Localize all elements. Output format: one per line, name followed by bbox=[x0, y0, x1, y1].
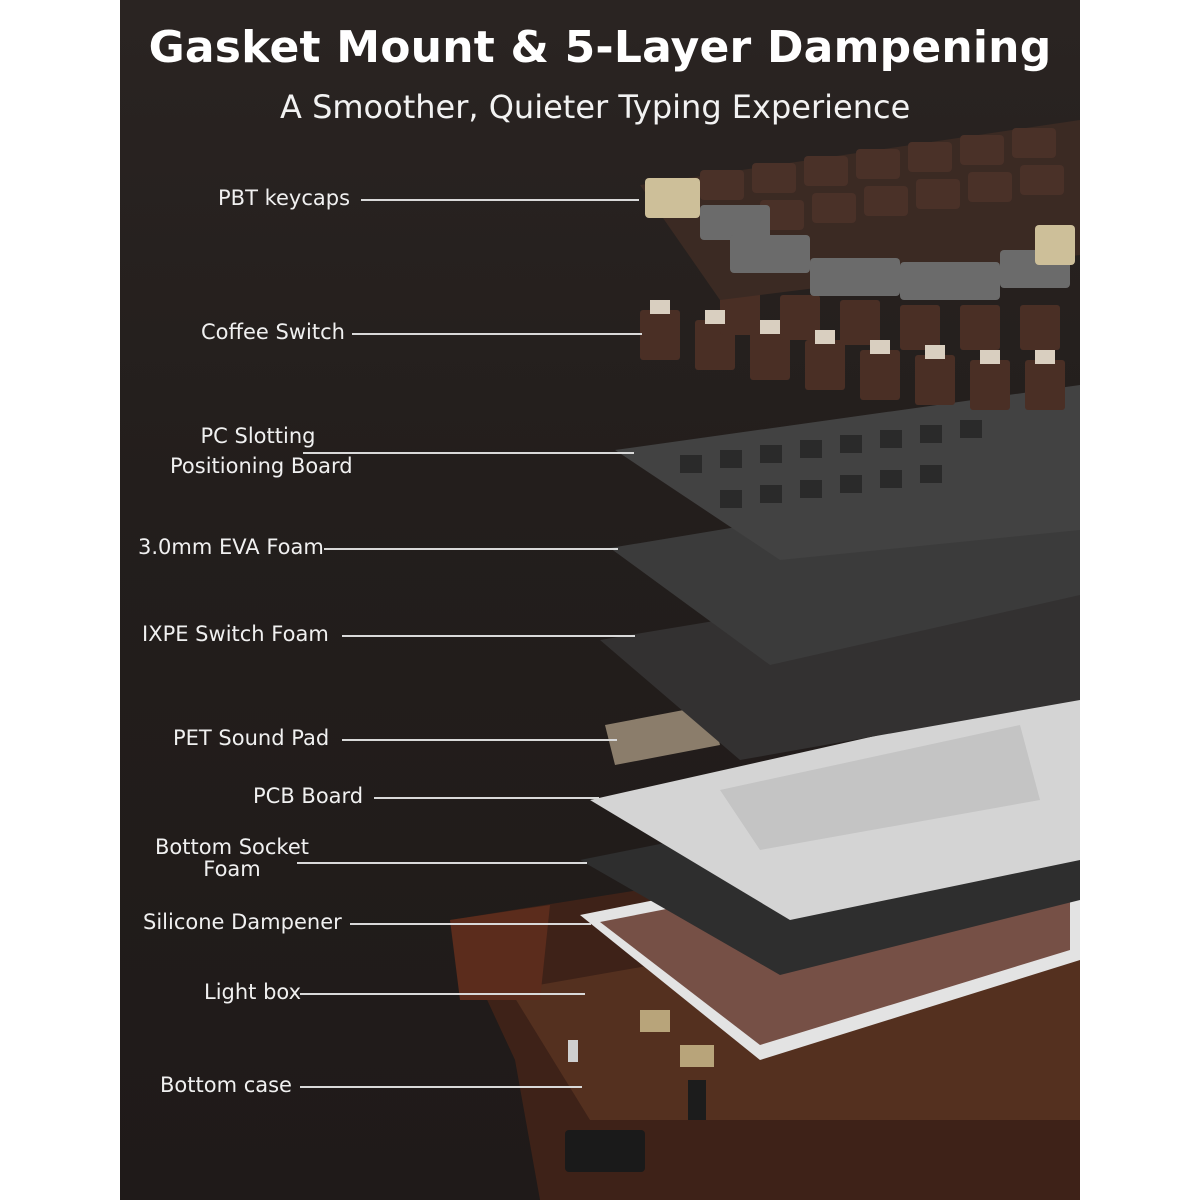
page-subtitle: A Smoother, Quieter Typing Experience bbox=[280, 88, 911, 126]
leader-line-lightbox bbox=[300, 993, 585, 995]
page-title: Gasket Mount & 5-Layer Dampening bbox=[148, 22, 1052, 73]
leader-line-case bbox=[300, 1086, 582, 1088]
pcb-illustration bbox=[590, 690, 1080, 920]
leader-line-pcb bbox=[374, 797, 599, 799]
switches-illustration bbox=[640, 290, 1065, 410]
pc-plate-illustration bbox=[615, 385, 1080, 560]
label-pc-slotting-line1: PC Slotting bbox=[200, 424, 316, 448]
label-pc-slotting-line2: Positioning Board bbox=[170, 454, 353, 478]
keycaps-illustration bbox=[640, 120, 1080, 300]
label-ixpe-foam: IXPE Switch Foam bbox=[142, 622, 329, 646]
label-silicone-dampener: Silicone Dampener bbox=[143, 910, 342, 934]
label-pbt-keycaps: PBT keycaps bbox=[218, 186, 351, 210]
leader-line-socket bbox=[297, 862, 587, 864]
label-light-box: Light box bbox=[204, 980, 302, 1004]
label-eva-foam: 3.0mm EVA Foam bbox=[138, 535, 324, 559]
leader-line-plate bbox=[303, 452, 634, 454]
label-pet-sound-pad: PET Sound Pad bbox=[173, 726, 330, 750]
leader-line-switch bbox=[352, 333, 642, 335]
leader-line-eva bbox=[324, 548, 618, 550]
label-bottom-case: Bottom case bbox=[160, 1073, 292, 1097]
label-bottom-socket-line1: Bottom Socket bbox=[155, 835, 309, 859]
exploded-keyboard-illustration bbox=[450, 120, 1080, 1200]
label-bottom-socket-foam: Bottom Socket Foam bbox=[152, 836, 312, 880]
label-pcb-board: PCB Board bbox=[253, 784, 364, 808]
product-diagram: Gasket Mount & 5-Layer Dampening A Smoot… bbox=[120, 0, 1080, 1200]
label-bottom-socket-line2: Foam bbox=[203, 857, 261, 881]
pet-pad-illustration bbox=[605, 705, 720, 765]
label-coffee-switch: Coffee Switch bbox=[201, 320, 345, 344]
leader-line-ixpe bbox=[342, 635, 635, 637]
leader-line-silicone bbox=[350, 923, 591, 925]
label-pc-slotting: PC Slotting Positioning Board bbox=[170, 421, 353, 481]
leader-line-keycaps bbox=[361, 199, 639, 201]
leader-line-pet bbox=[342, 739, 617, 741]
